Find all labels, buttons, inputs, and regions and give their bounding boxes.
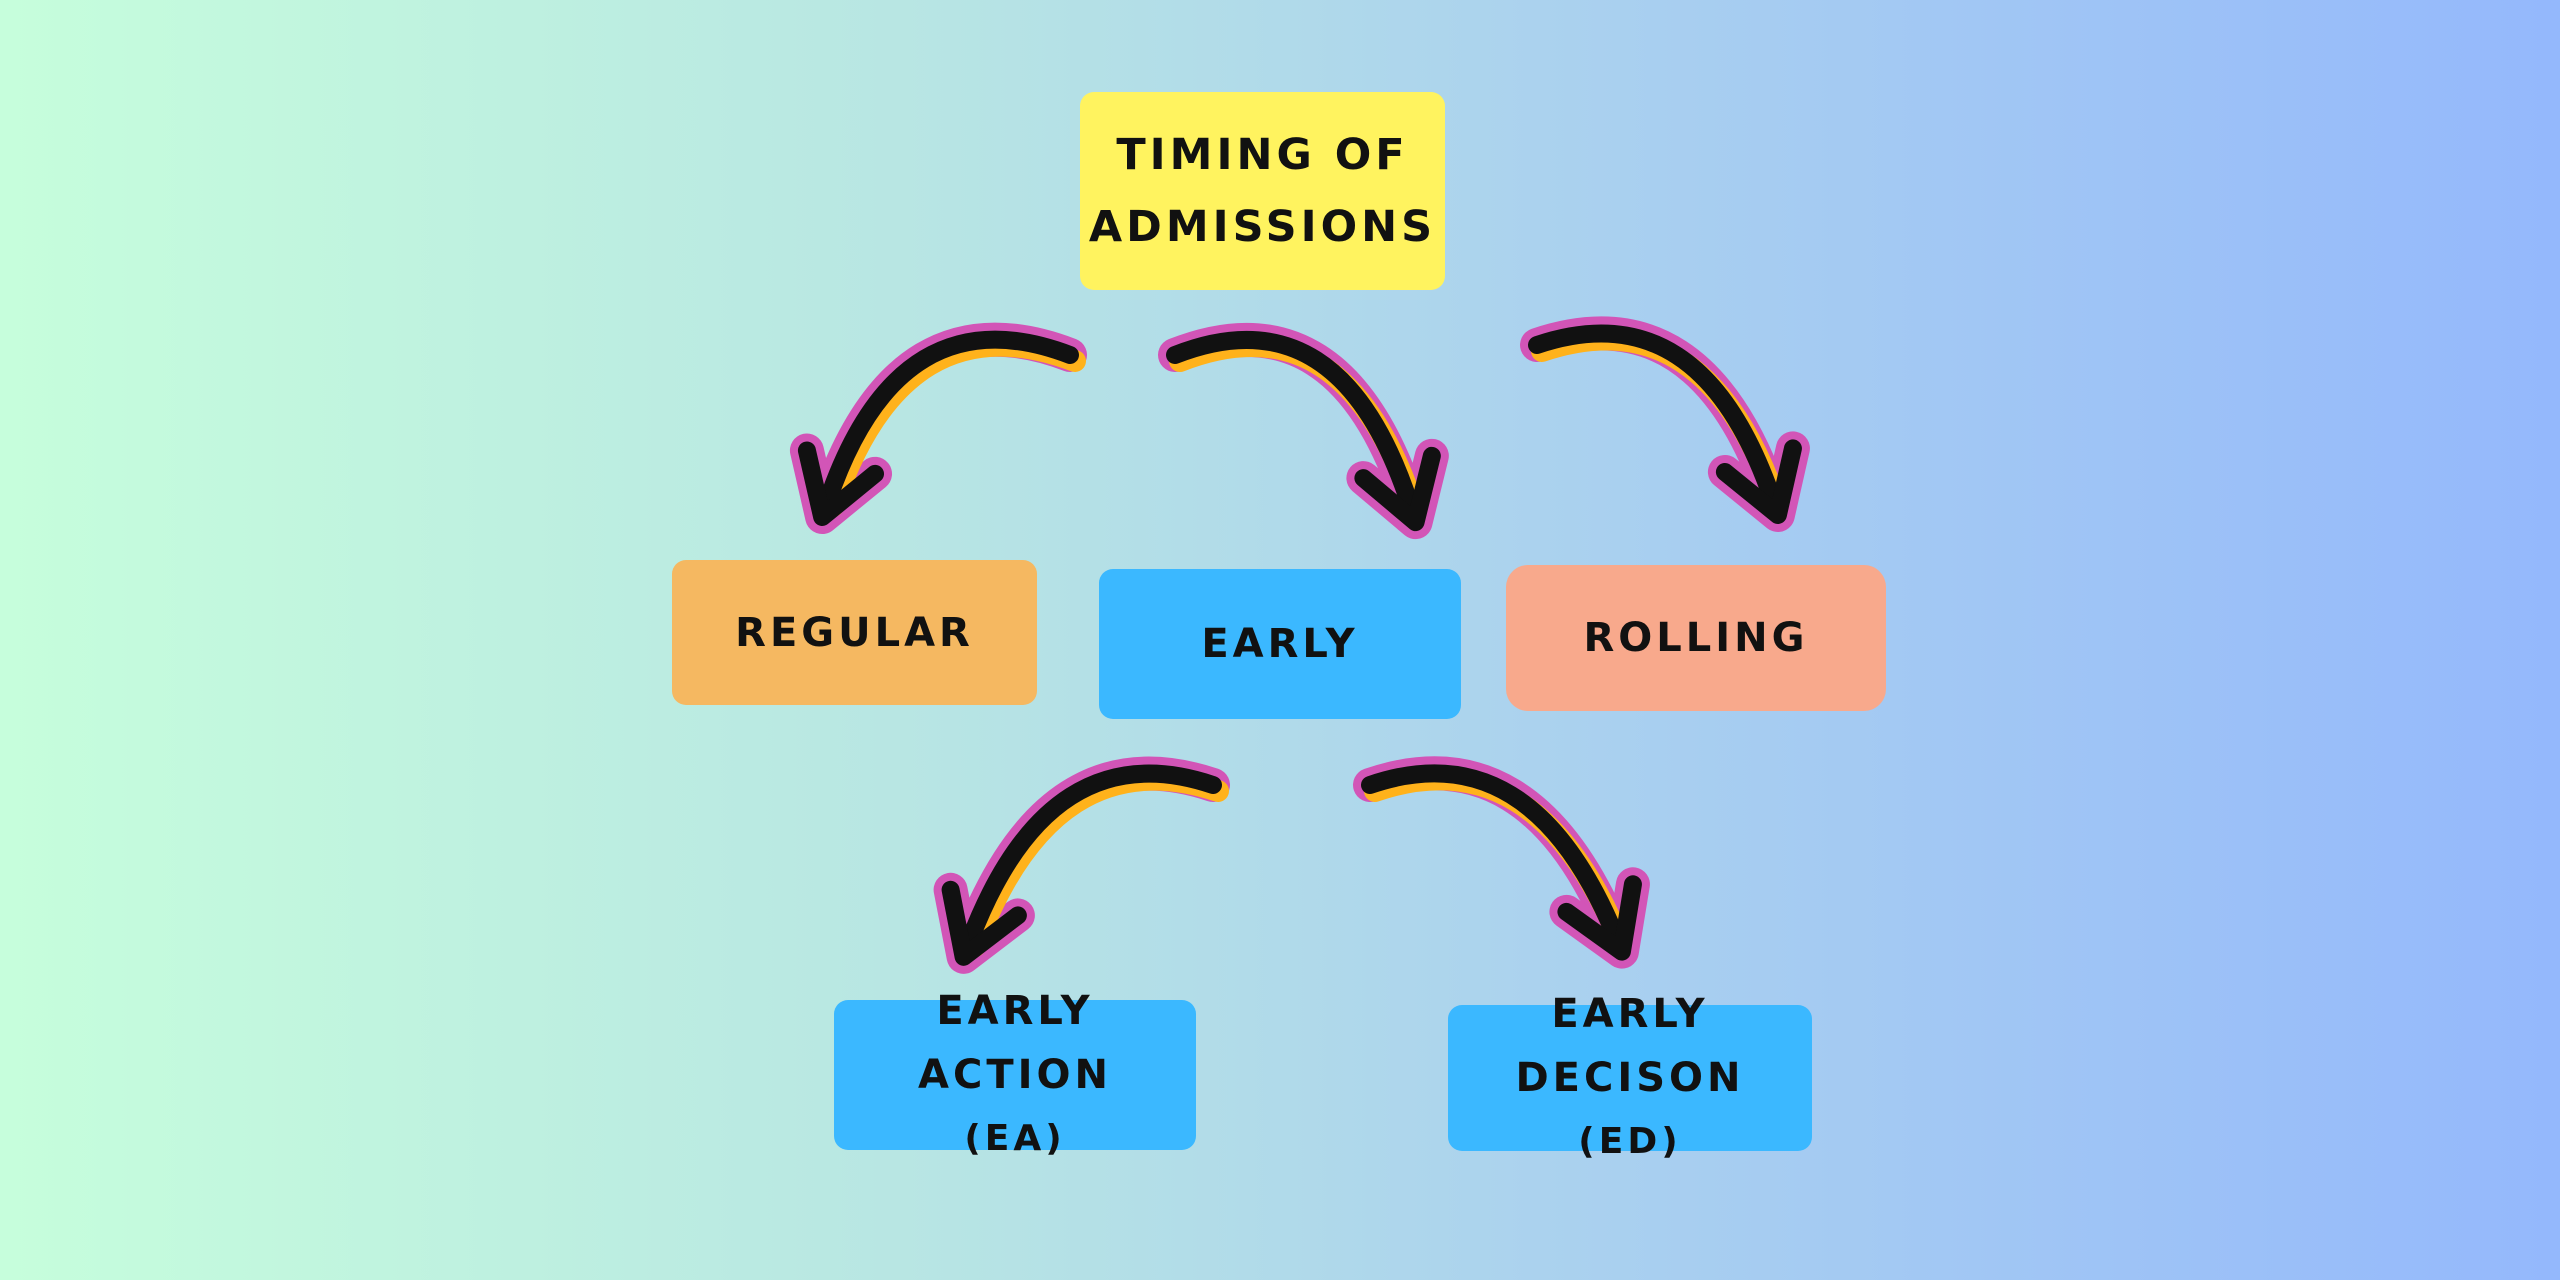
regular-node: Regular [672,560,1037,705]
early-action-label: Early Action [918,988,1112,1098]
rolling-node: Rolling [1506,565,1886,711]
early-decision-label: Early Decison [1515,991,1745,1101]
early-label: Early [1201,621,1359,667]
root-node: Timing of Admissions [1080,92,1445,290]
arrow-root-to-rolling [1520,316,1810,533]
arrow-early-to-ed [1353,756,1650,969]
arrow-early-to-ea [933,756,1230,974]
early-decision-abbrev: (ED) [1578,1121,1682,1162]
early-node: Early [1099,569,1461,719]
arrow-root-to-regular [789,322,1087,535]
early-action-node: Early Action (EA) [834,988,1196,1159]
root-title-line-1: Timing of [1116,130,1409,180]
regular-label: Regular [735,609,974,656]
root-title-line-2: Admissions [1088,202,1437,252]
rolling-label: Rolling [1583,615,1809,661]
early-action-abbrev: (EA) [964,1118,1066,1159]
arrow-root-to-early [1158,323,1449,540]
early-decision-node: Early Decison (ED) [1448,991,1812,1162]
